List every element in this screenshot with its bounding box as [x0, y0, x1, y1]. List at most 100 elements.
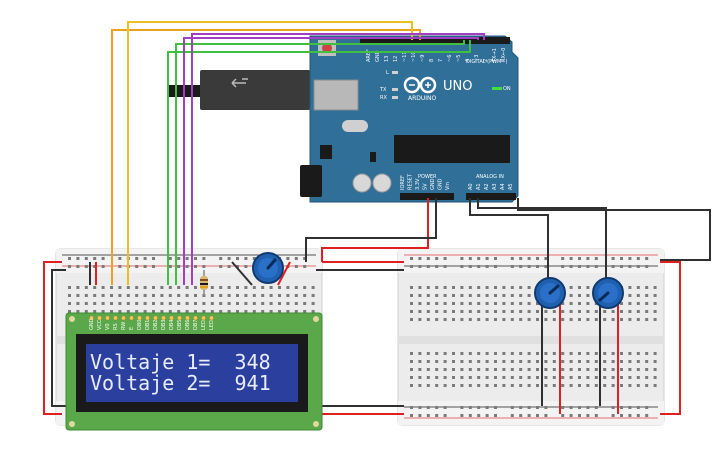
breadboard-hole[interactable] — [653, 302, 657, 305]
breadboard-hole[interactable] — [286, 302, 290, 305]
breadboard-hole[interactable] — [418, 376, 422, 379]
breadboard-hole[interactable] — [435, 302, 439, 305]
breadboard-hole[interactable] — [594, 310, 598, 313]
breadboard-hole[interactable] — [460, 384, 464, 387]
breadboard-hole[interactable] — [628, 294, 632, 297]
breadboard-hole[interactable] — [460, 310, 464, 313]
rail-hole[interactable] — [561, 406, 565, 409]
breadboard-hole[interactable] — [443, 302, 447, 305]
breadboard-hole[interactable] — [202, 310, 206, 313]
breadboard-hole[interactable] — [452, 360, 455, 363]
breadboard-hole[interactable] — [594, 318, 598, 321]
rail-hole[interactable] — [426, 406, 430, 409]
rail-hole[interactable] — [435, 414, 439, 417]
breadboard-hole[interactable] — [93, 294, 97, 297]
breadboard-hole[interactable] — [168, 294, 172, 297]
breadboard-hole[interactable] — [426, 294, 430, 297]
rail-hole[interactable] — [494, 257, 497, 260]
breadboard-hole[interactable] — [68, 286, 71, 289]
breadboard-hole[interactable] — [435, 318, 439, 321]
breadboard-hole[interactable] — [76, 302, 80, 305]
breadboard-hole[interactable] — [603, 318, 607, 321]
breadboard-hole[interactable] — [294, 310, 298, 313]
breadboard-hole[interactable] — [418, 310, 422, 313]
breadboard-hole[interactable] — [586, 360, 590, 363]
breadboard-hole[interactable] — [561, 384, 565, 387]
rail-hole[interactable] — [536, 406, 539, 409]
breadboard-hole[interactable] — [569, 302, 573, 305]
rail-hole[interactable] — [561, 265, 565, 268]
breadboard-hole[interactable] — [143, 310, 147, 313]
breadboard-hole[interactable] — [468, 286, 472, 289]
breadboard-hole[interactable] — [152, 286, 155, 289]
rail-hole[interactable] — [494, 406, 497, 409]
breadboard-hole[interactable] — [569, 352, 573, 355]
rail-hole[interactable] — [544, 414, 548, 417]
breadboard-hole[interactable] — [418, 360, 422, 363]
breadboard-hole[interactable] — [536, 310, 539, 313]
breadboard-hole[interactable] — [143, 302, 147, 305]
breadboard-hole[interactable] — [460, 294, 464, 297]
power-jack[interactable] — [300, 165, 322, 197]
breadboard-hole[interactable] — [611, 318, 615, 321]
breadboard-hole[interactable] — [426, 352, 430, 355]
breadboard-hole[interactable] — [477, 368, 481, 371]
breadboard-hole[interactable] — [227, 310, 231, 313]
breadboard-hole[interactable] — [426, 376, 430, 379]
digital-header[interactable] — [360, 37, 510, 44]
breadboard-hole[interactable] — [185, 302, 189, 305]
breadboard-hole[interactable] — [76, 294, 80, 297]
rail-hole[interactable] — [620, 406, 623, 409]
breadboard-hole[interactable] — [303, 310, 307, 313]
rail-hole[interactable] — [519, 265, 523, 268]
breadboard-hole[interactable] — [653, 318, 657, 321]
breadboard-hole[interactable] — [68, 302, 71, 305]
breadboard-hole[interactable] — [418, 368, 422, 371]
breadboard-hole[interactable] — [435, 286, 439, 289]
rail-hole[interactable] — [443, 414, 447, 417]
rail-hole[interactable] — [168, 257, 172, 260]
breadboard-hole[interactable] — [636, 352, 640, 355]
rail-hole[interactable] — [477, 414, 481, 417]
rail-hole[interactable] — [244, 265, 248, 268]
breadboard-hole[interactable] — [118, 294, 122, 297]
breadboard-hole[interactable] — [460, 352, 464, 355]
breadboard-hole[interactable] — [269, 286, 273, 289]
breadboard-hole[interactable] — [477, 302, 481, 305]
rail-hole[interactable] — [510, 414, 514, 417]
rail-hole[interactable] — [519, 257, 523, 260]
breadboard-hole[interactable] — [578, 352, 581, 355]
breadboard-hole[interactable] — [477, 318, 481, 321]
breadboard-hole[interactable] — [485, 318, 489, 321]
breadboard-hole[interactable] — [494, 360, 497, 363]
breadboard-hole[interactable] — [110, 294, 113, 297]
lcd-pin[interactable] — [201, 315, 206, 321]
rail-hole[interactable] — [527, 414, 531, 417]
breadboard-hole[interactable] — [418, 302, 422, 305]
breadboard-hole[interactable] — [118, 302, 122, 305]
breadboard-hole[interactable] — [628, 302, 632, 305]
breadboard-hole[interactable] — [494, 302, 497, 305]
breadboard-hole[interactable] — [68, 294, 71, 297]
breadboard-hole[interactable] — [118, 310, 122, 313]
rail-hole[interactable] — [410, 265, 413, 268]
breadboard-hole[interactable] — [536, 302, 539, 305]
rail-hole[interactable] — [485, 414, 489, 417]
breadboard-hole[interactable] — [93, 302, 97, 305]
breadboard-hole[interactable] — [485, 376, 489, 379]
rail-hole[interactable] — [586, 257, 590, 260]
breadboard-hole[interactable] — [269, 302, 273, 305]
breadboard-hole[interactable] — [294, 286, 298, 289]
breadboard-hole[interactable] — [410, 318, 413, 321]
rail-hole[interactable] — [636, 406, 640, 409]
breadboard-hole[interactable] — [261, 294, 265, 297]
breadboard-hole[interactable] — [452, 384, 455, 387]
breadboard-hole[interactable] — [485, 302, 489, 305]
breadboard-hole[interactable] — [611, 384, 615, 387]
rail-hole[interactable] — [84, 265, 88, 268]
breadboard-hole[interactable] — [653, 368, 657, 371]
breadboard-hole[interactable] — [552, 352, 556, 355]
breadboard-hole[interactable] — [110, 310, 113, 313]
breadboard-hole[interactable] — [160, 294, 164, 297]
breadboard-hole[interactable] — [653, 376, 657, 379]
